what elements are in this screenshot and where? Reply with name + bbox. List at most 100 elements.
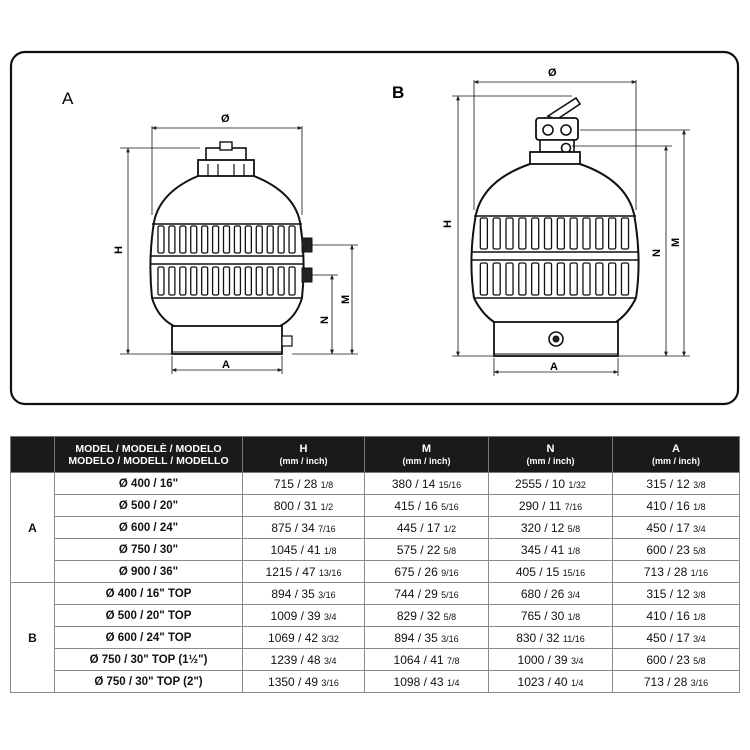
value-cell-h: 1045 / 41 1/8: [242, 538, 365, 561]
rib: [190, 225, 198, 254]
value-a: 315 / 12: [646, 586, 690, 601]
value-n-fraction: 1/32: [568, 479, 586, 490]
filter-b-ribs: [479, 217, 630, 296]
value-cell-a: 600 / 23 5/8: [612, 648, 740, 671]
value-m-fraction: 5/8: [443, 545, 457, 556]
rib: [233, 225, 242, 254]
value-m: 675 / 26: [394, 564, 438, 579]
value-cell-m: 1098 / 43 1/4: [364, 670, 489, 693]
header-a-unit: (mm / inch): [651, 455, 700, 466]
value-cell-n: 320 / 12 5/8: [488, 516, 613, 539]
value-n-fraction: 5/8: [567, 523, 581, 534]
group-label: A: [10, 472, 55, 583]
value-cell-a: 315 / 12 3/8: [612, 582, 740, 605]
rib: [595, 262, 604, 296]
value-n: 405 / 15: [515, 564, 560, 579]
rib: [569, 262, 578, 296]
filter-a-drawing: [120, 126, 358, 374]
rib: [157, 225, 165, 254]
model-cell: Ø 750 / 30" TOP (1½"): [54, 648, 243, 671]
group-label: B: [10, 582, 55, 693]
header-m: M (mm / inch): [364, 436, 489, 473]
value-cell-n: 405 / 15 15/16: [488, 560, 613, 583]
value-a: 450 / 17: [646, 520, 690, 535]
value-a-fraction: 1/16: [690, 567, 709, 578]
value-cell-n: 345 / 41 1/8: [488, 538, 613, 561]
value-m-fraction: 5/8: [443, 611, 457, 622]
value-m-fraction: 5/16: [441, 589, 459, 600]
value-m-fraction: 1/4: [446, 677, 460, 688]
value-cell-a: 713 / 28 1/16: [612, 560, 740, 583]
rib: [157, 266, 165, 296]
value-cell-m: 380 / 14 15/16: [364, 472, 489, 495]
value-n: 680 / 26: [520, 586, 565, 601]
header-n-unit: (mm / inch): [526, 455, 575, 466]
header-m-label: M: [421, 442, 432, 455]
value-h: 715 / 28: [273, 476, 318, 491]
model-cell: Ø 500 / 20": [54, 494, 243, 517]
model-cell: Ø 400 / 16" TOP: [54, 582, 243, 605]
value-n: 290 / 11: [518, 498, 562, 513]
value-a-fraction: 1/8: [693, 611, 706, 622]
value-a: 450 / 17: [646, 630, 690, 645]
value-a-fraction: 3/8: [693, 479, 706, 490]
value-cell-n: 1023 / 40 1/4: [488, 670, 613, 693]
filter-a-dim-h: H: [113, 246, 125, 254]
value-n-fraction: 15/16: [562, 567, 586, 578]
value-cell-a: 410 / 16 1/8: [612, 494, 740, 517]
drawing-frame: [9, 50, 740, 406]
value-cell-a: 600 / 23 5/8: [612, 538, 740, 561]
rib: [620, 217, 630, 250]
rib: [288, 225, 296, 254]
rib: [222, 266, 231, 296]
header-n-label: N: [546, 442, 555, 455]
value-a: 315 / 12: [646, 476, 690, 491]
value-n-fraction: 3/4: [567, 589, 581, 600]
header-h-label: H: [299, 442, 308, 455]
value-cell-n: 765 / 30 1/8: [488, 604, 613, 627]
figure-label-a: A: [62, 89, 74, 108]
rib: [255, 266, 263, 296]
header-model-line2: MODELO / MODELL / MODELLO: [68, 454, 229, 467]
model-cell: Ø 600 / 24": [54, 516, 243, 539]
rib: [543, 217, 553, 250]
value-h-fraction: 3/32: [321, 633, 339, 644]
value-cell-n: 830 / 32 11/16: [488, 626, 613, 649]
header-m-unit: (mm / inch): [402, 455, 451, 466]
value-h-fraction: 3/4: [323, 611, 337, 622]
value-m-fraction: 15/16: [438, 479, 462, 490]
rib: [288, 266, 296, 296]
value-m: 445 / 17: [396, 520, 441, 535]
rib: [222, 225, 231, 254]
value-n-fraction: 7/16: [564, 501, 583, 512]
value-n: 345 / 41: [520, 542, 565, 557]
rib: [518, 262, 527, 296]
value-cell-h: 875 / 34 7/16: [242, 516, 365, 539]
rib: [244, 225, 253, 254]
value-m: 829 / 32: [396, 608, 441, 623]
value-n: 2555 / 10: [515, 476, 566, 491]
rib: [277, 266, 285, 296]
rib: [530, 262, 540, 296]
value-cell-h: 894 / 35 3/16: [242, 582, 365, 605]
value-n: 1000 / 39: [517, 652, 568, 667]
value-m: 575 / 22: [396, 542, 441, 557]
rib: [492, 217, 501, 250]
rib: [201, 266, 209, 296]
value-cell-h: 1009 / 39 3/4: [242, 604, 365, 627]
rib: [582, 262, 591, 296]
value-n: 1023 / 40: [517, 674, 568, 689]
value-cell-h: 800 / 31 1/2: [242, 494, 365, 517]
value-h: 1009 / 39: [270, 608, 321, 623]
value-cell-a: 315 / 12 3/8: [612, 472, 740, 495]
value-h: 1069 / 42: [268, 630, 319, 645]
rib: [595, 217, 604, 250]
model-cell: Ø 400 / 16": [54, 472, 243, 495]
value-cell-a: 713 / 28 3/16: [612, 670, 740, 693]
